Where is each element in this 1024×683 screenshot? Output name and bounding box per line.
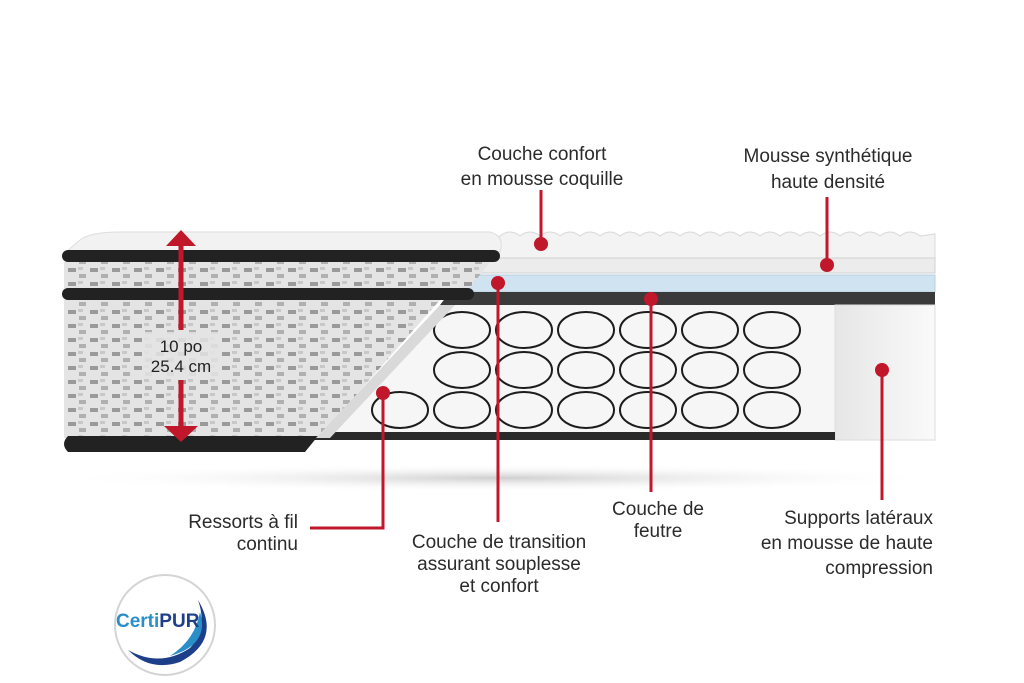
label-high-density-foam: Mousse synthétique haute densité <box>744 146 913 193</box>
coil-loop <box>433 311 491 349</box>
coil-loop <box>495 391 553 429</box>
bottom-border-band <box>64 436 318 452</box>
top-quilt-panel <box>64 262 490 290</box>
coil-base-wire <box>315 432 835 440</box>
coil-area <box>315 305 835 440</box>
height-dimension: 10 po 25.4 cm <box>143 230 221 442</box>
cut-edge-bevel <box>316 305 455 438</box>
mattress-exterior <box>62 231 502 452</box>
svg-text:Couche confort: Couche confort <box>478 144 608 165</box>
coil-loop <box>557 391 615 429</box>
svg-text:Ressorts à fil: Ressorts à fil <box>188 512 298 533</box>
coil-loop <box>619 391 677 429</box>
coil-loop <box>371 391 429 429</box>
height-imperial: 10 po <box>160 337 203 356</box>
coil-loop <box>495 351 553 389</box>
pillow-top <box>64 231 502 253</box>
label-coils: Ressorts à fil continu <box>188 512 298 555</box>
coil-springs <box>371 311 801 429</box>
coil-loop <box>433 351 491 389</box>
cutaway-section <box>315 231 936 441</box>
coil-loop <box>681 391 739 429</box>
comfort-foam-layer <box>478 231 936 259</box>
label-side-supports: Supports latéraux en mousse de haute com… <box>761 508 934 579</box>
coil-loop <box>557 351 615 389</box>
coil-loop <box>743 311 801 349</box>
label-comfort-layer: Couche confort en mousse coquille <box>461 144 624 190</box>
svg-text:et confort: et confort <box>459 576 539 597</box>
coil-loop <box>495 311 553 349</box>
coil-loop <box>557 311 615 349</box>
svg-text:assurant souplesse: assurant souplesse <box>417 554 581 575</box>
height-metric: 25.4 cm <box>151 357 211 376</box>
top-border-band <box>62 250 500 262</box>
transition-layer <box>451 274 936 293</box>
svg-text:haute densité: haute densité <box>771 172 885 193</box>
label-transition-layer: Couche de transition assurant souplesse … <box>412 532 586 597</box>
felt-layer <box>440 292 935 305</box>
svg-text:Supports latéraux: Supports latéraux <box>784 508 933 529</box>
svg-text:Couche de: Couche de <box>612 499 704 520</box>
coil-loop <box>743 351 801 389</box>
middle-border-band <box>62 288 474 300</box>
arrow-down-icon <box>164 426 198 442</box>
svg-text:CertiPUR: CertiPUR <box>116 611 200 632</box>
coil-loop <box>619 351 677 389</box>
svg-text:continu: continu <box>237 534 298 555</box>
callout-leaders <box>310 190 889 530</box>
arrow-up-icon <box>166 230 196 246</box>
svg-text:en mousse coquille: en mousse coquille <box>461 169 624 190</box>
svg-text:compression: compression <box>825 558 933 579</box>
coil-loop <box>619 311 677 349</box>
floor-shadow <box>50 464 950 492</box>
svg-text:Couche de transition: Couche de transition <box>412 532 586 553</box>
label-felt-layer: Couche de feutre <box>612 499 704 542</box>
svg-text:en mousse de haute: en mousse de haute <box>761 533 933 554</box>
svg-text:feutre: feutre <box>634 521 683 542</box>
coil-loop <box>743 391 801 429</box>
certipur-logo: CertiPUR <box>114 574 216 676</box>
high-density-layer <box>469 257 936 274</box>
coil-loop <box>681 351 739 389</box>
coil-loop <box>433 391 491 429</box>
coil-loop <box>681 311 739 349</box>
svg-text:Mousse synthétique: Mousse synthétique <box>744 146 913 167</box>
